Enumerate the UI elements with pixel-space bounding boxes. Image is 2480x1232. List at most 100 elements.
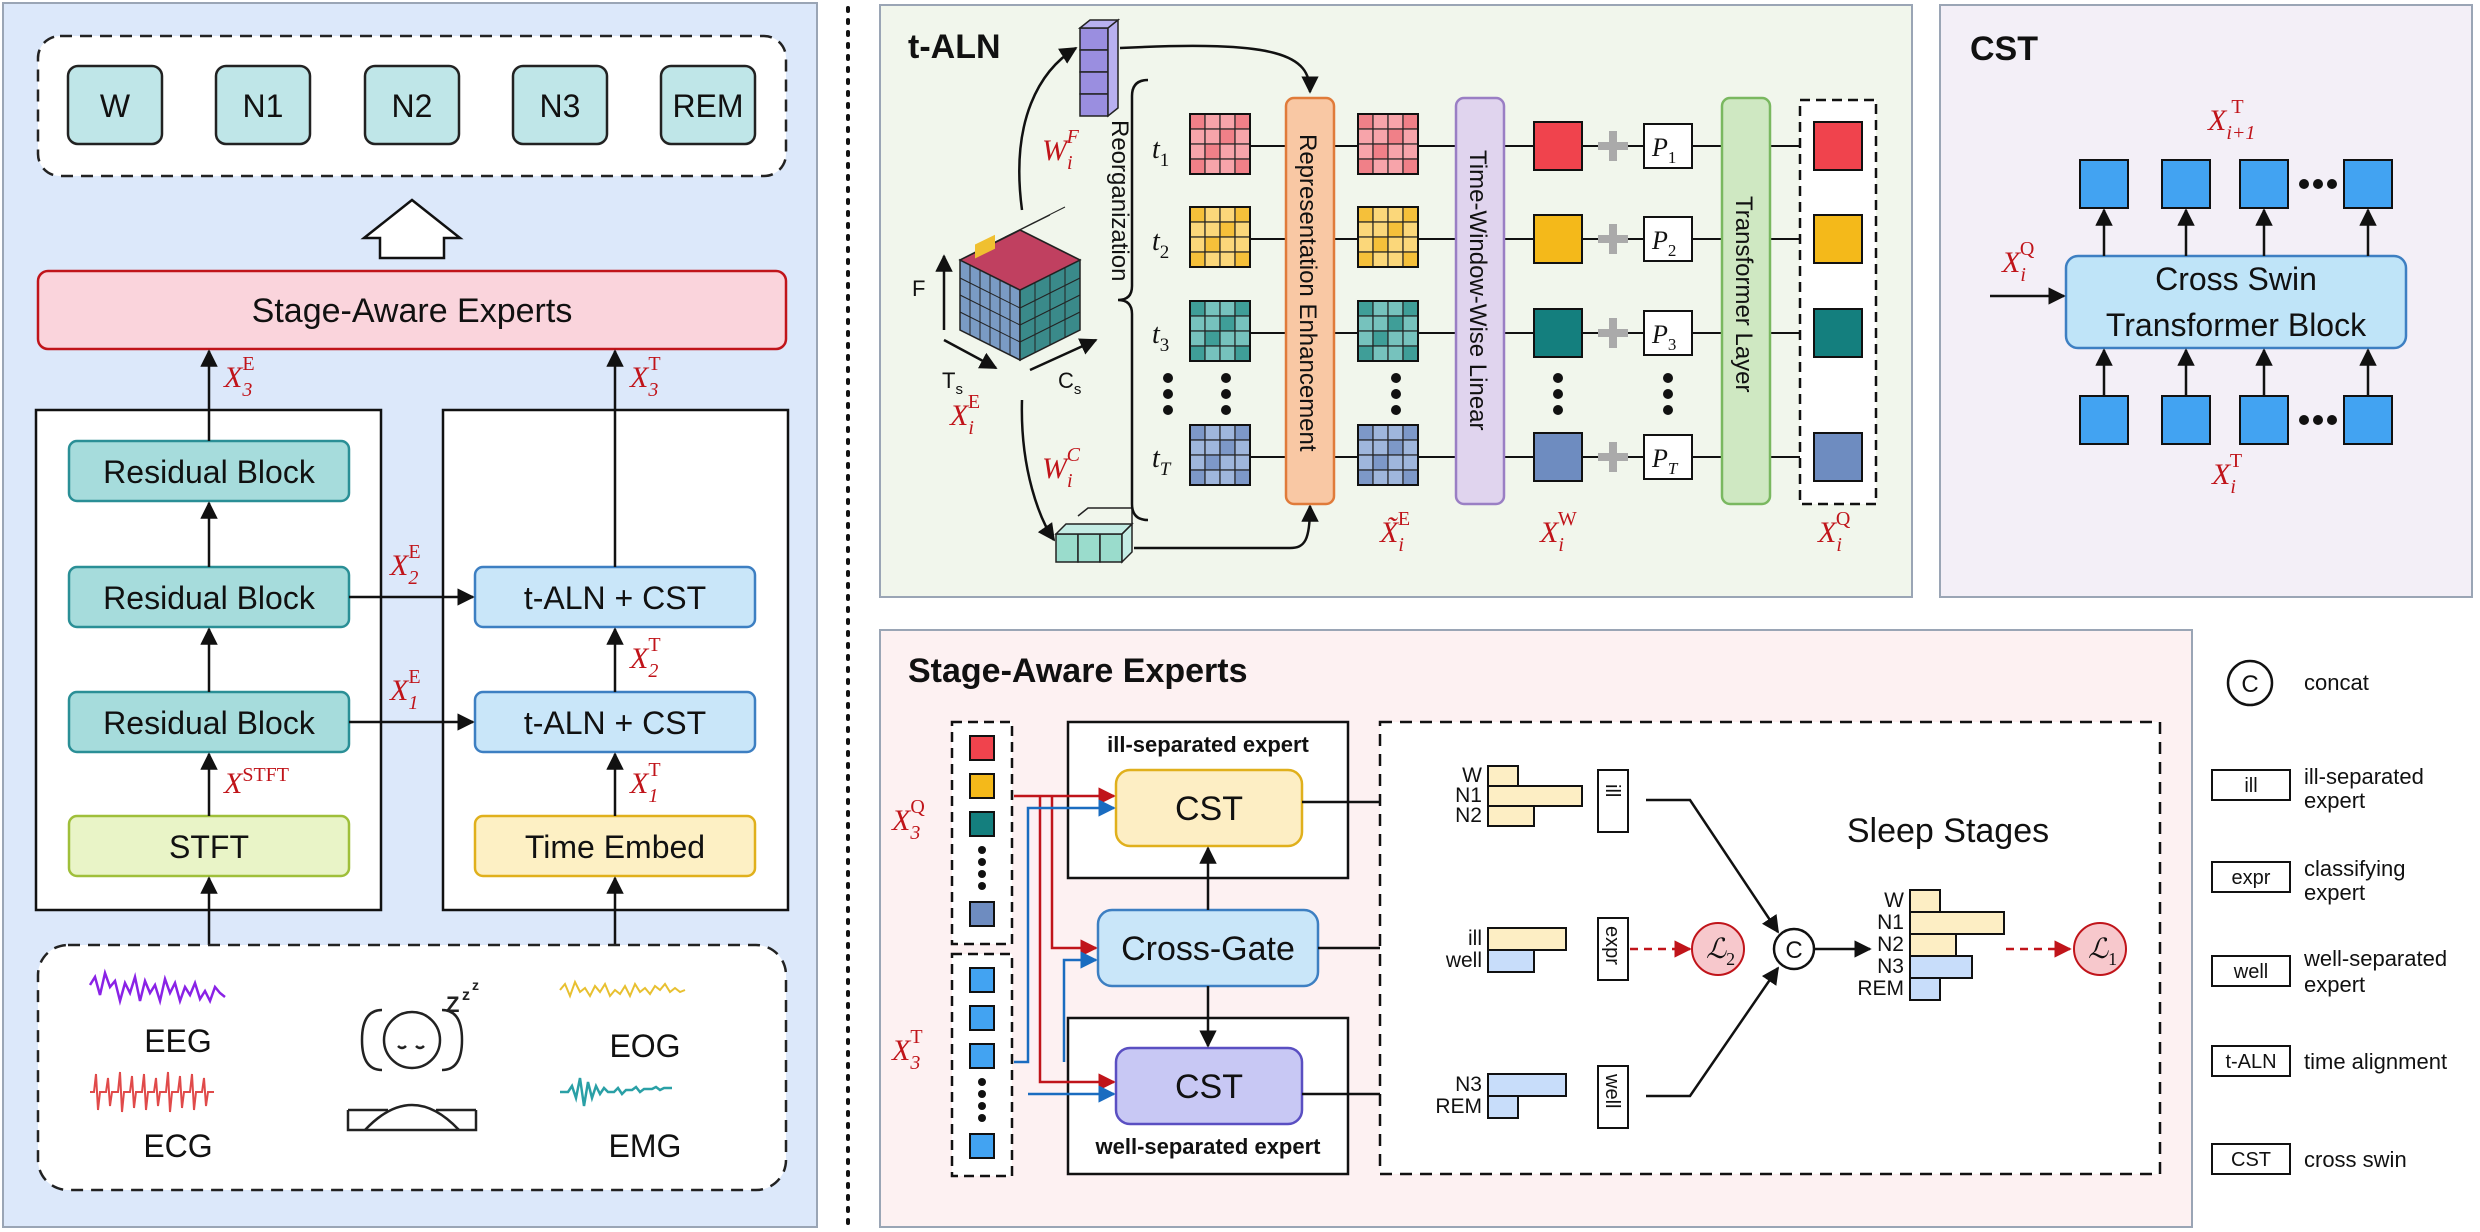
svg-text:REM: REM: [1435, 1095, 1482, 1118]
pos-emb-label-1: P1: [1651, 133, 1676, 167]
legend-tag-well: [2211, 955, 2291, 987]
svg-text:N2: N2: [1455, 804, 1482, 827]
stage-box-w: [66, 64, 164, 146]
grid-cell: [1189, 469, 1206, 486]
grid-cell: [1357, 206, 1374, 223]
ill-tag-label: ill: [1601, 784, 1623, 797]
grid-cell: [1189, 221, 1206, 238]
stage-box-n2: [363, 64, 461, 146]
legend-ill-line1: ill-separated: [2304, 764, 2424, 789]
sae-title: Stage-Aware Experts: [908, 652, 1248, 690]
ill-expert-title: ill-separated expert: [1107, 732, 1309, 757]
grid-cell: [1372, 300, 1389, 317]
legend-tag-ill: [2211, 769, 2291, 801]
grid-cell: [1234, 469, 1251, 486]
grid-cell: [1189, 439, 1206, 456]
stage-boxes: W N1 N2 N3 REM: [66, 64, 757, 146]
emg-wave-icon: [560, 1077, 672, 1107]
reorganized-grid: [1189, 424, 1251, 486]
well-cst-label: CST: [1175, 1068, 1243, 1106]
gate-histogram: ill well: [1445, 927, 1567, 973]
svg-text:well: well: [1445, 949, 1482, 972]
svg-text:z: z: [462, 987, 470, 1004]
grid-cell: [1402, 251, 1419, 268]
axis-cs-label: Cs: [1058, 368, 1081, 398]
grid-cell: [1402, 454, 1419, 471]
legend-expr-line2: expert: [2304, 880, 2365, 905]
input-tensor-cube-icon: [958, 206, 1082, 362]
grid-cell: [1219, 221, 1236, 238]
eog-wave-icon: [559, 979, 686, 999]
grid-cell: [1189, 315, 1206, 332]
grid-cell: [1234, 330, 1251, 347]
left-math-labels: X3E X3T X2E X2T X1E X1T XSTFT: [223, 353, 661, 807]
grid-cell: [1387, 424, 1404, 441]
reorganization-brace: [1117, 78, 1149, 522]
math-xstft: XSTFT: [223, 764, 289, 800]
well-expert-title: well-separated expert: [1095, 1134, 1322, 1159]
svg-text:N1: N1: [1877, 911, 1904, 934]
residual-block-3-label: Residual Block: [103, 454, 316, 490]
expr-tag-label: expr: [1601, 926, 1623, 965]
grid-cell: [1219, 158, 1236, 175]
grid-cell: [1372, 206, 1389, 223]
residual-block-1-label: Residual Block: [103, 705, 316, 741]
cst-bottom-dots: [2299, 415, 2337, 425]
grid-cell: [1387, 469, 1404, 486]
grid-cell: [1219, 113, 1236, 130]
grid-cell: [1234, 206, 1251, 223]
grid-cell: [1204, 251, 1221, 268]
representation-enhancement-label: Representation Enhancement: [1294, 134, 1321, 452]
math-wc: WiC: [1042, 444, 1081, 492]
grid-cell: [1204, 158, 1221, 175]
xt-tokens: [969, 967, 995, 1159]
grid-cell: [1372, 158, 1389, 175]
grid-cell: [1234, 454, 1251, 471]
grid-cell: [1372, 424, 1389, 441]
cst-top-tokens: [2079, 159, 2393, 209]
left-arrows: [200, 349, 624, 950]
loss-l2-icon: [1691, 922, 1745, 976]
concat-symbol: C: [1785, 937, 1802, 964]
grid-cell: [1402, 143, 1419, 160]
grid-cell: [1234, 158, 1251, 175]
svg-text:N3: N3: [1455, 1073, 1482, 1096]
grid-cell: [1372, 251, 1389, 268]
svg-text:W: W: [1884, 889, 1904, 912]
legend-tag-ill-text: ill: [2244, 775, 2257, 797]
grid-cell: [1357, 345, 1374, 362]
grid-cell: [1234, 143, 1251, 160]
axis-f-label: F: [912, 276, 925, 301]
grid-cell: [1387, 251, 1404, 268]
grid-cell: [1387, 454, 1404, 471]
grid-cell: [1189, 206, 1206, 223]
grid-cell: [1402, 128, 1419, 145]
math-x2e: X2E: [389, 541, 421, 589]
grid-cell: [1357, 158, 1374, 175]
enhanced-grid: [1357, 113, 1419, 175]
svg-text:N2: N2: [1877, 933, 1904, 956]
stage-label-w: W: [100, 88, 131, 124]
ill-cst-block: [1114, 768, 1304, 848]
svg-text:REM: REM: [1857, 977, 1904, 1000]
grid-cell: [1387, 315, 1404, 332]
ill-tag-box: [1597, 769, 1629, 833]
cross-swin-block: [2064, 254, 2408, 350]
concat-icon: [1772, 927, 1816, 971]
grid-cell: [1234, 221, 1251, 238]
cross-gate-label: Cross-Gate: [1121, 930, 1295, 968]
eeg-label: EEG: [144, 1023, 212, 1059]
legend-tag-expr: [2211, 861, 2291, 893]
legend-tag-cst-text: CST: [2231, 1149, 2271, 1171]
legend-concat-icon: [2226, 659, 2274, 707]
stage-label-n3: N3: [540, 88, 581, 124]
grid-cell: [1372, 143, 1389, 160]
reorganized-grid: [1189, 300, 1251, 362]
grid-cell: [1234, 251, 1251, 268]
svg-text:z: z: [472, 977, 479, 993]
math-xtilde: X̃iE: [1379, 508, 1410, 556]
time-label-t: tT: [1152, 443, 1172, 480]
legend-well-line1: well-separated: [2303, 946, 2447, 971]
grid-cell: [1402, 345, 1419, 362]
well-tag-label: well: [1601, 1073, 1623, 1108]
